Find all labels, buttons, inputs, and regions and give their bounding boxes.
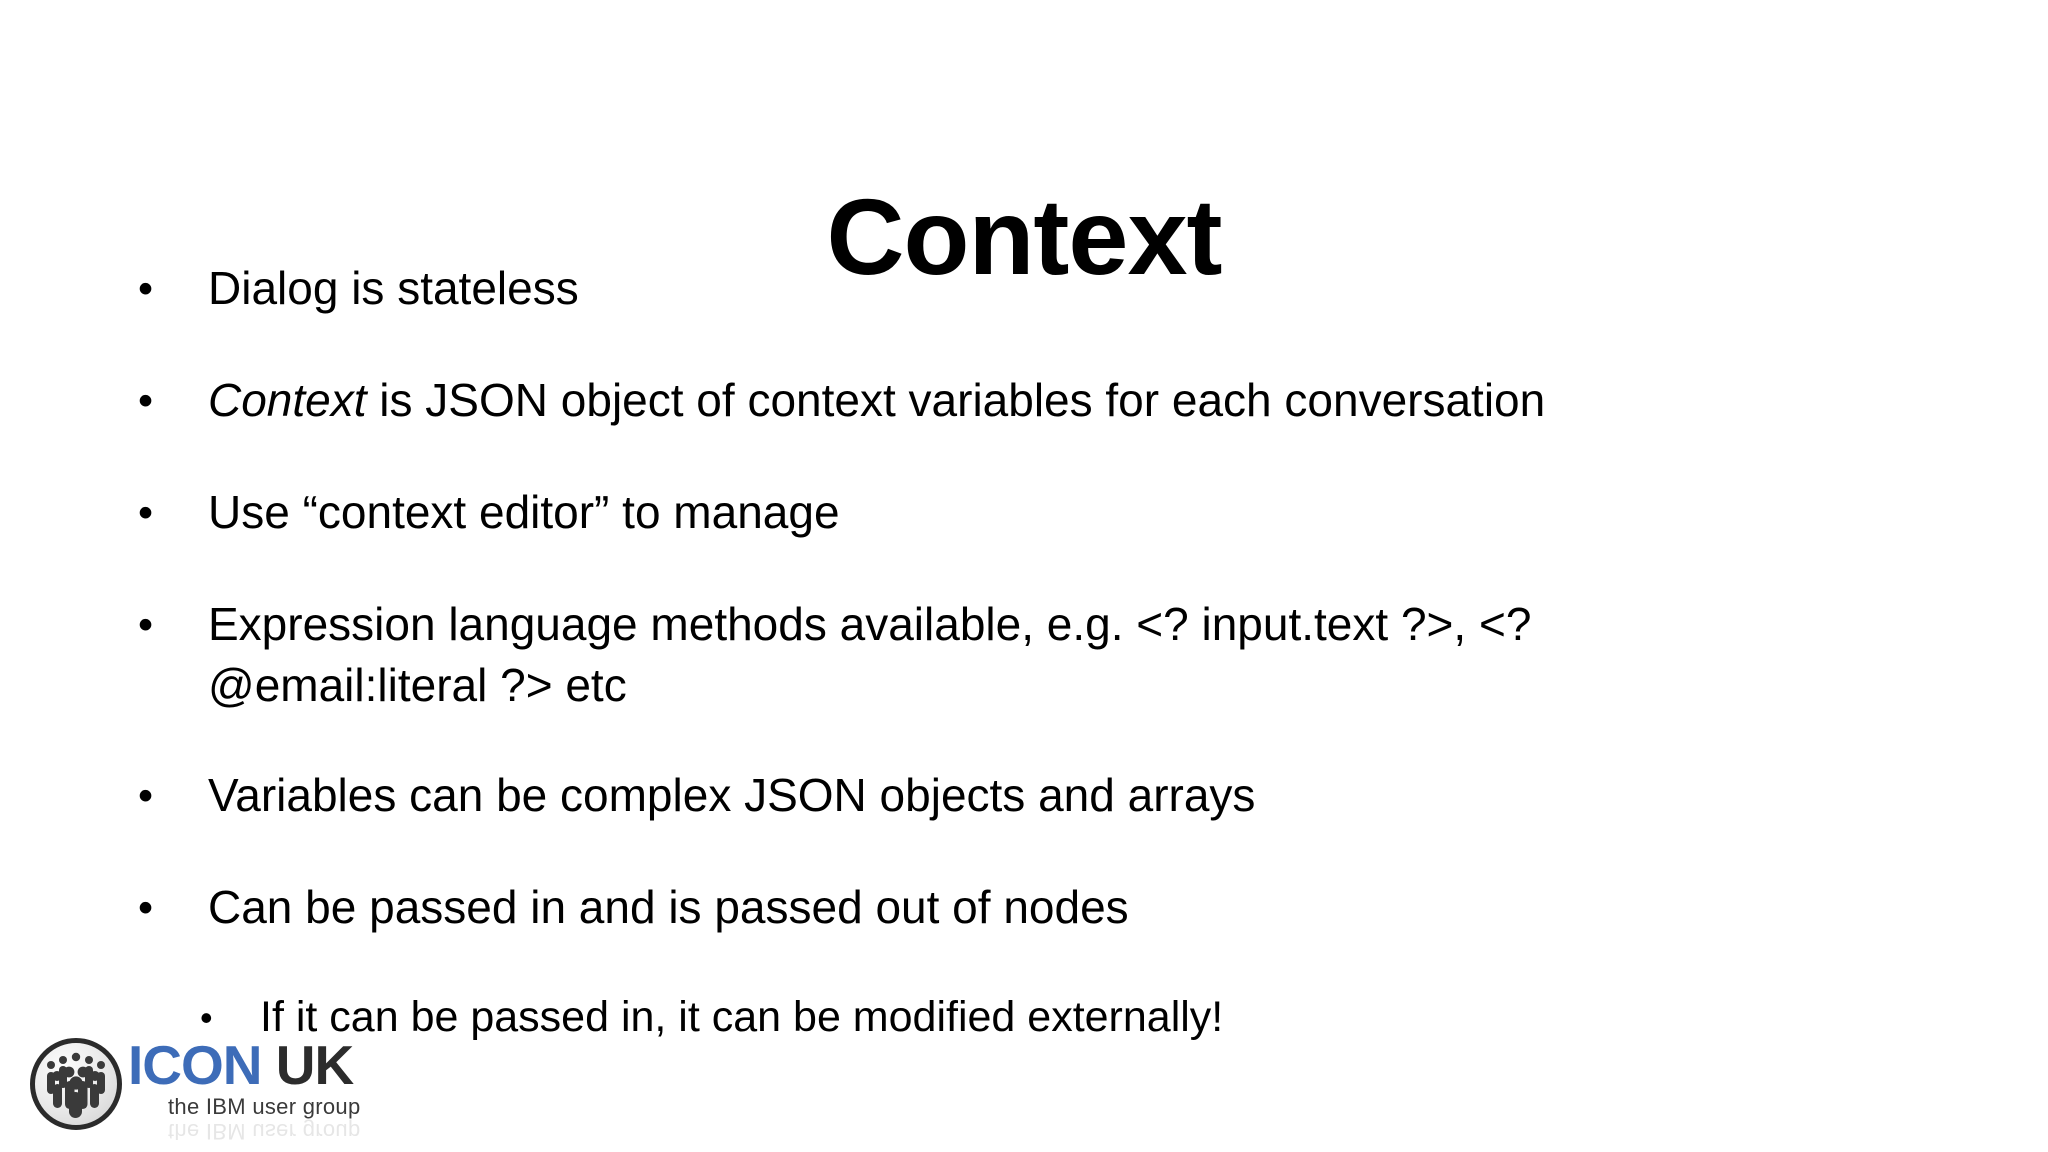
list-item-label: Variables can be complex JSON objects an… xyxy=(208,769,1256,822)
list-item-label: Use “context editor” to manage xyxy=(208,486,840,538)
icon-uk-logo: ICON UK the IBM user group the IBM user … xyxy=(18,1032,398,1150)
bullet-dot-icon: • xyxy=(138,884,154,933)
list-item: • Expression language methods available,… xyxy=(130,594,1870,715)
bullet-dot-icon: • xyxy=(138,601,154,649)
logo-wordmark: ICON UK xyxy=(128,1034,354,1096)
user-group-icon xyxy=(30,1038,122,1130)
list-item-label: Dialog is stateless xyxy=(208,262,579,314)
list-item: • Dialog is stateless xyxy=(130,258,1870,320)
list-item-label-rest: is JSON object of context variables for … xyxy=(366,374,1546,426)
bullet-dot-icon: • xyxy=(200,997,213,1039)
page-title: Context xyxy=(826,176,1223,298)
bullet-list: • Dialog is stateless • Context is JSON … xyxy=(130,258,1870,1075)
list-item-label: Expression language methods available, e… xyxy=(208,598,1532,711)
logo-tagline: the IBM user group xyxy=(168,1094,361,1119)
logo-uk-word: UK xyxy=(275,1034,354,1096)
list-item: • Use “context editor” to manage xyxy=(130,482,1870,544)
list-item: • Context is JSON object of context vari… xyxy=(130,370,1870,432)
list-item: • Variables can be complex JSON objects … xyxy=(130,765,1870,827)
list-item: • Can be passed in and is passed out of … xyxy=(130,877,1870,939)
list-item-label: Context is JSON object of context variab… xyxy=(208,370,1738,431)
emphasized-term: Context xyxy=(208,374,367,426)
sub-list-item-label: If it can be passed in, it can be modifi… xyxy=(260,993,1224,1042)
list-item-label: Can be passed in and is passed out of no… xyxy=(208,881,1129,934)
logo-icon-word: ICON xyxy=(128,1034,262,1096)
sub-list-item: • If it can be passed in, it can be modi… xyxy=(192,989,1870,1047)
logo-tagline-reflection: the IBM user group xyxy=(168,1119,361,1144)
bullet-dot-icon: • xyxy=(138,772,154,821)
bullet-dot-icon: • xyxy=(138,489,154,537)
bullet-dot-icon: • xyxy=(138,265,154,313)
bullet-dot-icon: • xyxy=(138,377,154,425)
